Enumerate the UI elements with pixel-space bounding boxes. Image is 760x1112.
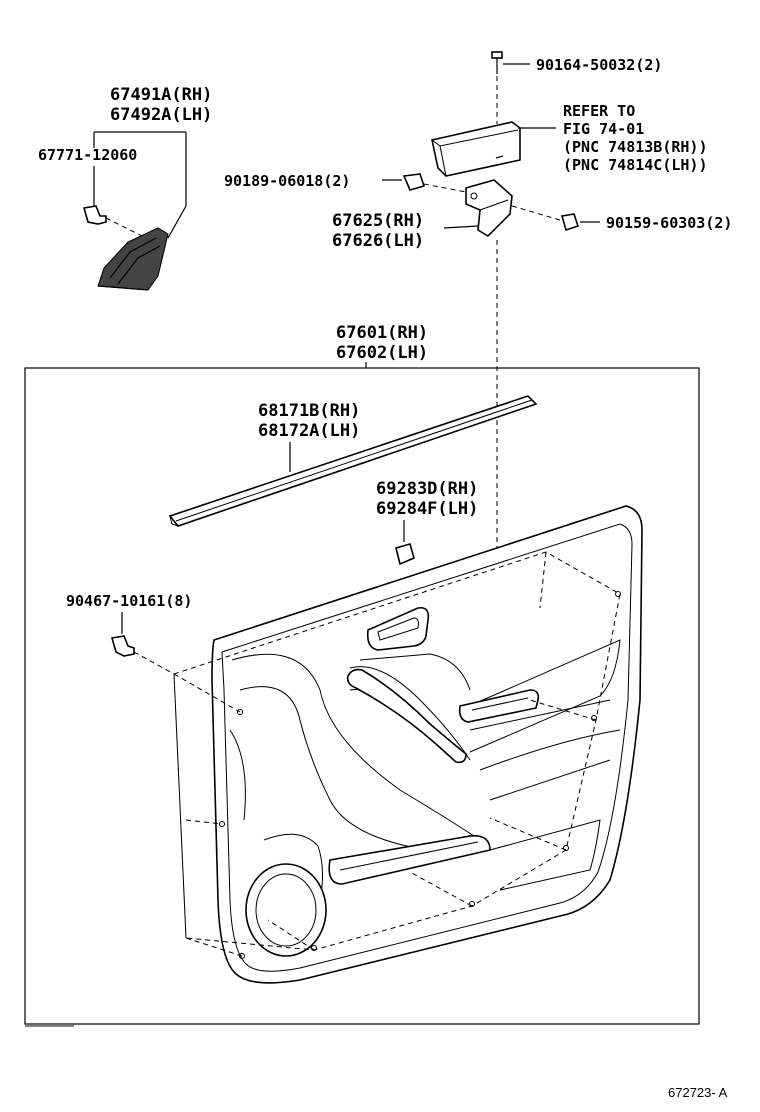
label-90159: 90159-60303(2): [606, 214, 732, 232]
cover-67491a: [97, 227, 169, 291]
label-90189: 90189-06018(2): [224, 172, 350, 190]
label-refer-3: (PNC 74813B(RH)): [563, 138, 708, 156]
label-67625: 67625(RH): [332, 211, 424, 231]
figure-code: 672723- A: [668, 1085, 728, 1100]
screw-90159: [511, 205, 600, 232]
door-trim-panel: [211, 505, 643, 984]
label-67601: 67601(RH): [336, 323, 428, 343]
label-67771: 67771-12060: [38, 146, 137, 164]
label-69283d: 69283D(RH): [376, 479, 478, 499]
clip-90189: [382, 173, 467, 193]
weatherstrip-68171b: [168, 395, 538, 527]
clip-69283d: [395, 543, 415, 566]
label-refer-1: REFER TO: [563, 102, 635, 120]
label-67492a: 67492A(LH): [110, 105, 212, 125]
assembly-frame: [24, 367, 700, 1025]
label-68172a: 68172A(LH): [258, 421, 360, 441]
leader-67491a: [93, 131, 187, 239]
clip-90467: [110, 635, 175, 675]
screw-90164: [491, 51, 530, 74]
label-90164: 90164-50032(2): [536, 56, 662, 74]
label-67491a: 67491A(RH): [110, 85, 212, 105]
label-67626: 67626(LH): [332, 231, 424, 251]
label-68171b: 68171B(RH): [258, 401, 360, 421]
label-refer-4: (PNC 74814C(LH)): [563, 156, 708, 174]
label-69284f: 69284F(LH): [376, 499, 478, 519]
switch-base: [431, 121, 556, 177]
label-90467: 90467-10161(8): [66, 592, 192, 610]
bracket-67625: [443, 179, 513, 238]
clip-67771: [82, 205, 147, 239]
clip-positions: [173, 551, 621, 959]
label-refer-2: FIG 74-01: [563, 120, 644, 138]
label-67602: 67602(LH): [336, 343, 428, 363]
